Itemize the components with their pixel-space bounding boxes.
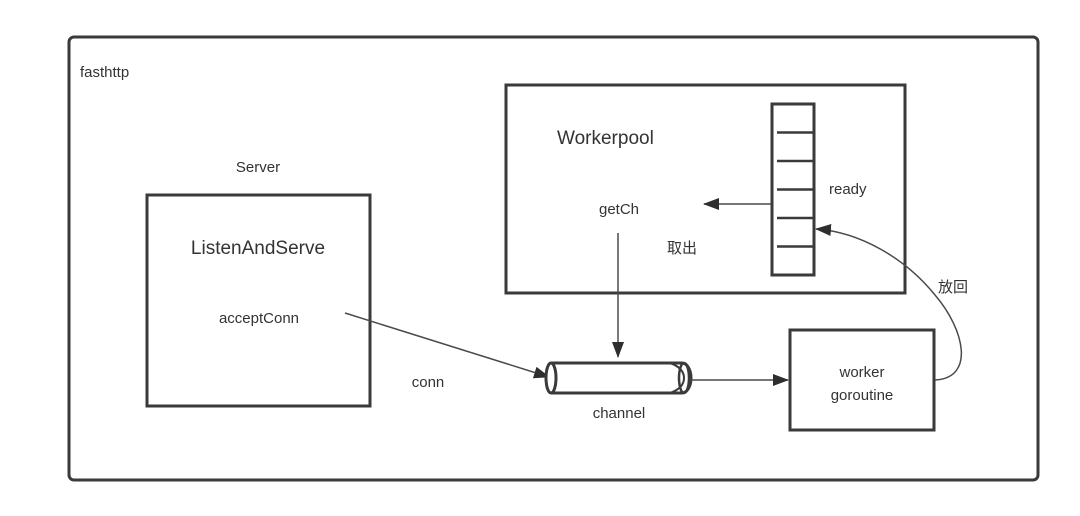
server-caption: Server xyxy=(236,159,280,176)
ready-label: ready xyxy=(829,181,867,198)
conn-arrow xyxy=(344,312,550,379)
workerpool-title: Workerpool xyxy=(557,128,654,149)
ready-queue xyxy=(770,102,816,277)
return-label: 放回 xyxy=(938,279,968,296)
channel-pipe xyxy=(544,361,693,395)
channel-label: channel xyxy=(593,405,646,422)
conn-label: conn xyxy=(412,374,445,391)
worker-label-line2: goroutine xyxy=(831,387,894,404)
worker-label-line1: worker xyxy=(838,364,884,381)
take-out-label: 取出 xyxy=(667,240,697,257)
worker-goroutine-box xyxy=(788,328,936,432)
get-ch-label: getCh xyxy=(599,201,639,218)
return-arrow xyxy=(815,224,962,381)
accept-conn-label: acceptConn xyxy=(219,310,299,327)
workerpool-box xyxy=(504,83,907,295)
fasthttp-title: fasthttp xyxy=(80,64,129,81)
listen-and-serve-box xyxy=(145,193,372,408)
listen-and-serve-title: ListenAndServe xyxy=(191,238,325,259)
